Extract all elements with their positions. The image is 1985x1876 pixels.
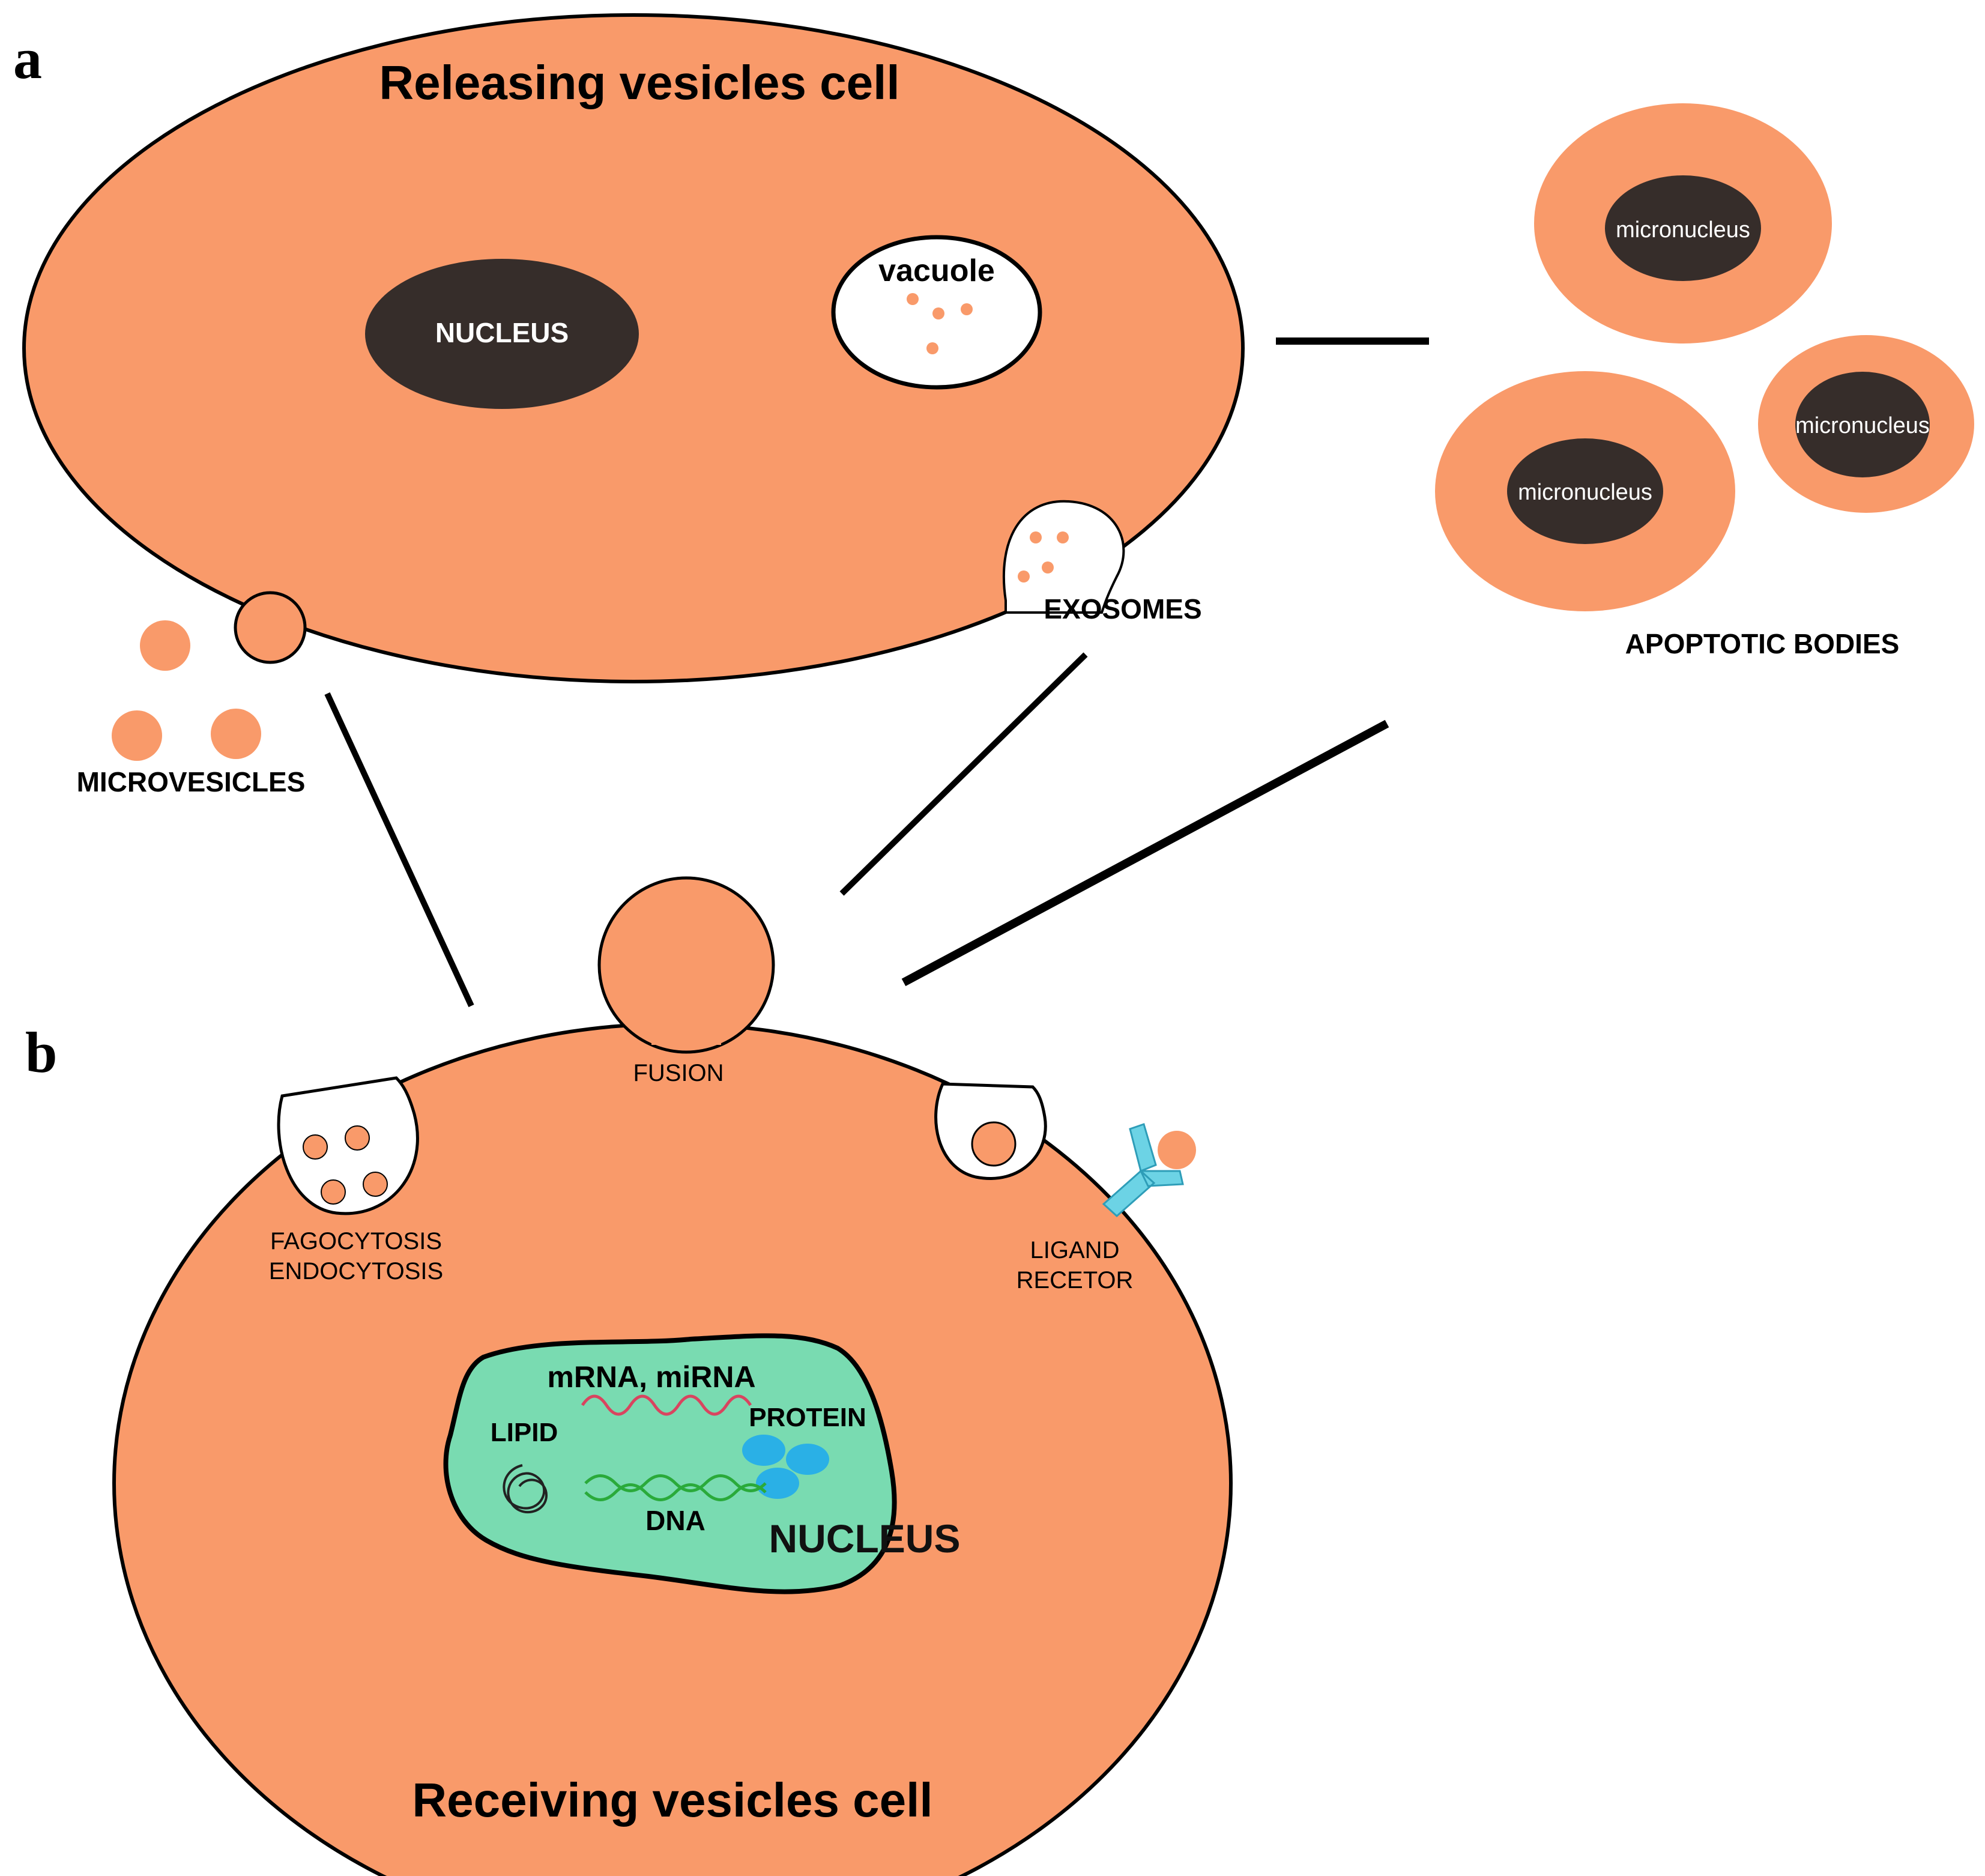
micronucleus-label: micronucleus bbox=[1616, 217, 1750, 243]
fusion-vesicle bbox=[597, 876, 775, 1054]
releasing-nucleus-label: NUCLEUS bbox=[435, 317, 569, 348]
fusion-neck bbox=[651, 997, 721, 1045]
microvesicles-label: MICROVESICLES bbox=[77, 766, 306, 797]
internalized-vesicle bbox=[971, 1121, 1017, 1167]
apoptotic-bodies: micronucleus micronucleus micronucleus A… bbox=[1276, 103, 1974, 659]
microvesicle bbox=[112, 710, 162, 761]
micronucleus-label: micronucleus bbox=[1518, 480, 1652, 505]
fusion-label: FUSION bbox=[633, 1060, 724, 1086]
rna-label: mRNA, miRNA bbox=[547, 1360, 755, 1394]
connector-apoptotic-bodies bbox=[901, 719, 1389, 987]
micronucleus bbox=[1605, 175, 1761, 281]
endocytosed-vesicle bbox=[303, 1134, 328, 1160]
exosome-invagination bbox=[1002, 500, 1125, 614]
protein-blob bbox=[786, 1444, 829, 1475]
fagocytosis-label: FAGOCYTOSIS bbox=[270, 1228, 442, 1254]
exosome-dot bbox=[1057, 531, 1069, 543]
receptor-icon bbox=[1102, 1123, 1184, 1218]
releasing-cell: Releasing vesicles cell NUCLEUS vacuole … bbox=[22, 13, 1245, 683]
connector-microvesicles bbox=[324, 692, 474, 1008]
endocytosed-vesicle bbox=[321, 1179, 346, 1205]
vacuole-label: vacuole bbox=[878, 253, 995, 288]
apoptotic-bodies-label: APOPTOTIC BODIES bbox=[1625, 628, 1900, 659]
microvesicles: MICROVESICLES bbox=[77, 620, 306, 797]
receiving-nucleus bbox=[443, 1333, 897, 1594]
endocytosis-label: ENDOCYTOSIS bbox=[269, 1258, 443, 1284]
exosome-dot bbox=[1018, 570, 1030, 582]
releasing-cell-title: Releasing vesicles cell bbox=[379, 56, 899, 109]
receiving-cell: FUSION FAGOCYTOSIS ENDOCYTOSIS LIGAND RE… bbox=[112, 876, 1233, 1876]
lipid-label: LIPID bbox=[491, 1418, 558, 1447]
budding-microvesicle bbox=[234, 591, 307, 664]
lipid-icon bbox=[503, 1464, 548, 1513]
dna-label: DNA bbox=[645, 1505, 705, 1536]
endocytosed-vesicle bbox=[345, 1125, 370, 1151]
rna-strand bbox=[581, 1394, 752, 1416]
exosome-dot bbox=[1042, 561, 1054, 573]
receiving-nucleus-label: NUCLEUS bbox=[769, 1516, 960, 1561]
exosome-dot bbox=[1030, 531, 1042, 543]
micronucleus-label: micronucleus bbox=[1795, 413, 1930, 438]
protein-blob bbox=[742, 1435, 785, 1466]
vacuole-dot bbox=[932, 307, 944, 319]
connector-exosomes bbox=[839, 652, 1088, 896]
bound-ligand bbox=[1158, 1131, 1196, 1169]
ligand-label: LIGAND bbox=[1030, 1237, 1120, 1263]
protein-blob bbox=[756, 1468, 799, 1499]
receiving-cell-title: Receiving vesicles cell bbox=[412, 1773, 932, 1827]
exosomes-label: EXOSOMES bbox=[1044, 593, 1201, 625]
vacuole-dot bbox=[907, 293, 919, 305]
microvesicle bbox=[140, 620, 190, 671]
dna-strand bbox=[584, 1474, 767, 1501]
endocytosed-vesicle bbox=[363, 1172, 388, 1197]
microvesicle bbox=[211, 709, 261, 759]
panel-label-b: b bbox=[25, 1020, 57, 1085]
vacuole-dot bbox=[926, 342, 938, 354]
receptor-label: RECETOR bbox=[1017, 1267, 1134, 1294]
panel-label-a: a bbox=[13, 26, 42, 91]
micronucleus bbox=[1507, 438, 1663, 544]
vacuole-dot bbox=[961, 303, 973, 315]
protein-label: PROTEIN bbox=[749, 1403, 866, 1432]
micronucleus bbox=[1795, 372, 1930, 477]
releasing-nucleus bbox=[365, 259, 639, 409]
